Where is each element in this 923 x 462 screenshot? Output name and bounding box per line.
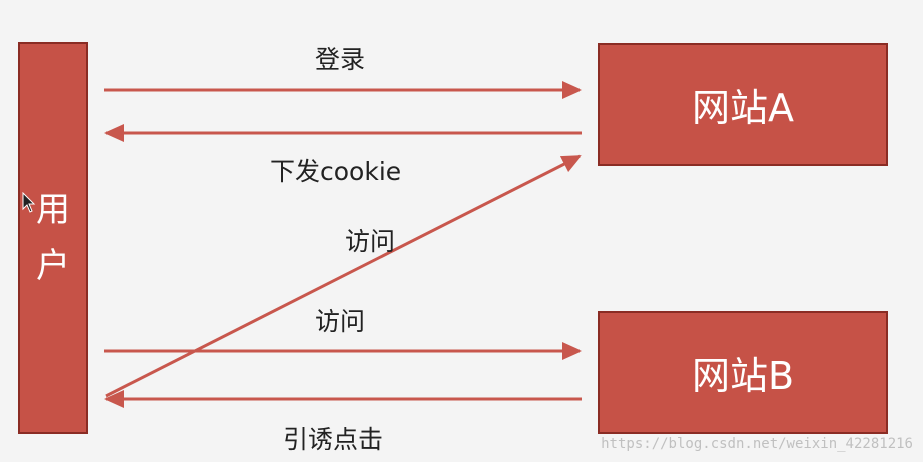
site-b-label: 网站B — [691, 354, 795, 398]
edge-label-login: 登录 — [315, 45, 366, 74]
site-a-label: 网站A — [692, 86, 794, 130]
edge-label-visit-diagonal: 访问 — [345, 227, 396, 256]
user-node: 用 户 — [18, 42, 88, 434]
edge-label-induce-click: 引诱点击 — [283, 425, 384, 454]
edge-label-visit: 访问 — [315, 307, 366, 336]
mouse-cursor-icon — [22, 192, 36, 213]
arrow-visit-diag — [105, 154, 582, 398]
edge-label-issue-cookie: 下发cookie — [270, 157, 402, 186]
site-b-node: 网站B — [598, 311, 888, 434]
watermark: https://blog.csdn.net/weixin_42281216 — [601, 436, 913, 452]
user-label-2: 户 — [36, 246, 70, 286]
user-label-1: 用 — [36, 190, 70, 230]
site-a-node: 网站A — [598, 43, 888, 166]
